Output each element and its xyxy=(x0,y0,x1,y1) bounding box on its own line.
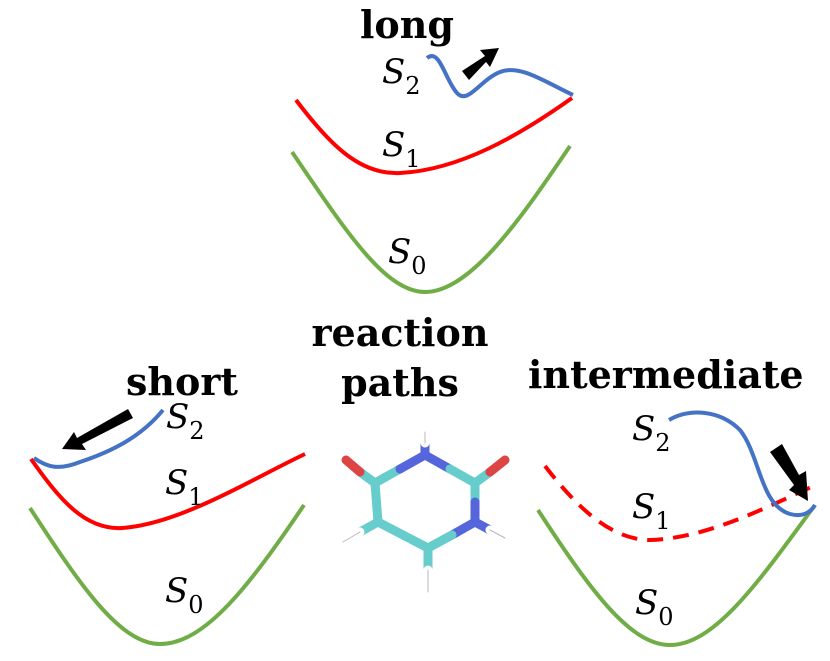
center-group: reaction paths xyxy=(312,310,510,597)
center-label-line1: reaction xyxy=(312,310,489,355)
long-s1-label: S1 xyxy=(382,125,421,173)
long-s2-label: S2 xyxy=(382,52,421,100)
long-s2-curve xyxy=(425,54,574,99)
intermediate-s2-label: S2 xyxy=(632,409,671,457)
short-arrow-icon xyxy=(62,409,133,450)
uracil-molecule-icon xyxy=(338,427,510,597)
long-arrow-icon xyxy=(462,48,499,80)
short-s2-label: S2 xyxy=(166,397,205,445)
short-s0-curve xyxy=(28,503,306,647)
long-s0-label: S0 xyxy=(388,232,427,280)
intermediate-s0-curve xyxy=(536,503,817,648)
intermediate-s2-curve xyxy=(668,410,817,517)
panel-intermediate: intermediate S2 S1 S0 xyxy=(528,352,817,648)
intermediate-s0-label: S0 xyxy=(635,583,674,631)
panel-short: short S2 S1 S0 xyxy=(28,359,306,647)
short-s1-curve xyxy=(29,452,306,531)
panel-long: long S2 S1 S0 xyxy=(290,2,574,295)
long-s1-curve xyxy=(294,96,574,176)
panel-intermediate-title: intermediate xyxy=(528,352,804,397)
short-s0-label: S0 xyxy=(165,571,204,619)
intermediate-arrow-icon xyxy=(770,444,808,501)
intermediate-s1-label: S1 xyxy=(632,487,671,535)
short-s2-curve xyxy=(32,408,165,469)
center-label-line2: paths xyxy=(341,360,459,405)
long-s0-curve xyxy=(290,144,572,295)
panel-long-title: long xyxy=(360,2,454,47)
short-s1-label: S1 xyxy=(165,463,204,511)
panel-short-title: short xyxy=(126,359,238,404)
